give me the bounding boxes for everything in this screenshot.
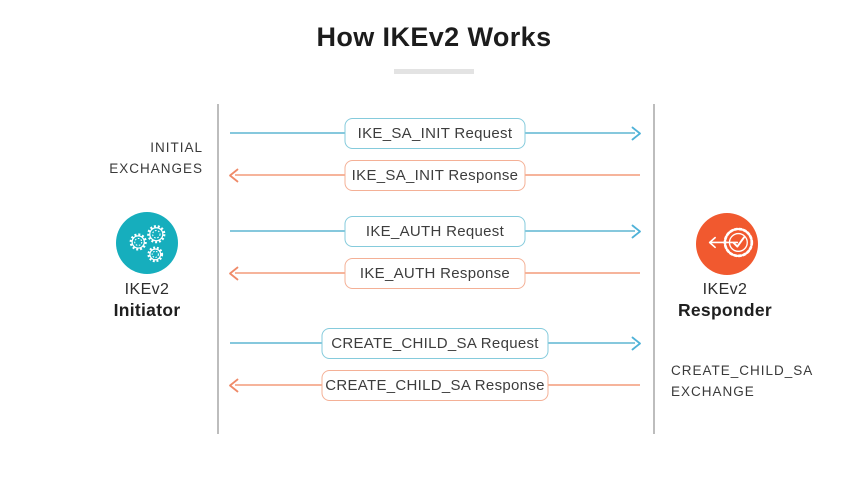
message-row: IKE_SA_INIT Request [230, 118, 641, 149]
message-row: CREATE_CHILD_SA Response [229, 370, 640, 401]
arrow-right-icon [631, 126, 641, 141]
responder-lifeline [653, 104, 655, 434]
arrow-left-icon [229, 168, 239, 183]
initiator-label: IKEv2 Initiator [77, 279, 217, 321]
message-row: IKE_AUTH Response [229, 258, 640, 289]
message-label-box: IKE_SA_INIT Response [344, 160, 526, 191]
initiator-avatar [116, 212, 178, 274]
responder-avatar [696, 213, 758, 275]
message-label-box: IKE_AUTH Response [344, 258, 526, 289]
message-label-box: CREATE_CHILD_SA Request [321, 328, 549, 359]
message-label-box: IKE_SA_INIT Request [344, 118, 526, 149]
responder-label-line2: Responder [677, 300, 773, 320]
initiator-label-line1: IKEv2 [124, 281, 170, 298]
create-child-sa-exchange-label: CREATE_CHILD_SA EXCHANGE [671, 363, 814, 399]
title-underline [394, 69, 474, 74]
arrow-left-icon [229, 266, 239, 281]
arrow-left-icon [229, 378, 239, 393]
arrow-right-icon [631, 336, 641, 351]
verified-badge-icon [696, 213, 758, 275]
message-row: IKE_SA_INIT Response [229, 160, 640, 191]
message-label-box: IKE_AUTH Request [344, 216, 526, 247]
arrow-right-icon [631, 224, 641, 239]
responder-label-line1: IKEv2 [702, 281, 748, 298]
responder-label: IKEv2 Responder [655, 279, 795, 321]
initiator-label-line2: Initiator [113, 300, 181, 320]
message-row: CREATE_CHILD_SA Request [230, 328, 641, 359]
message-row: IKE_AUTH Request [230, 216, 641, 247]
message-label-box: CREATE_CHILD_SA Response [321, 370, 549, 401]
page-title: How IKEv2 Works [316, 22, 552, 52]
initiator-lifeline [217, 104, 219, 434]
initial-exchanges-label: INITIAL EXCHANGES [109, 140, 203, 176]
gears-icon [116, 212, 178, 274]
